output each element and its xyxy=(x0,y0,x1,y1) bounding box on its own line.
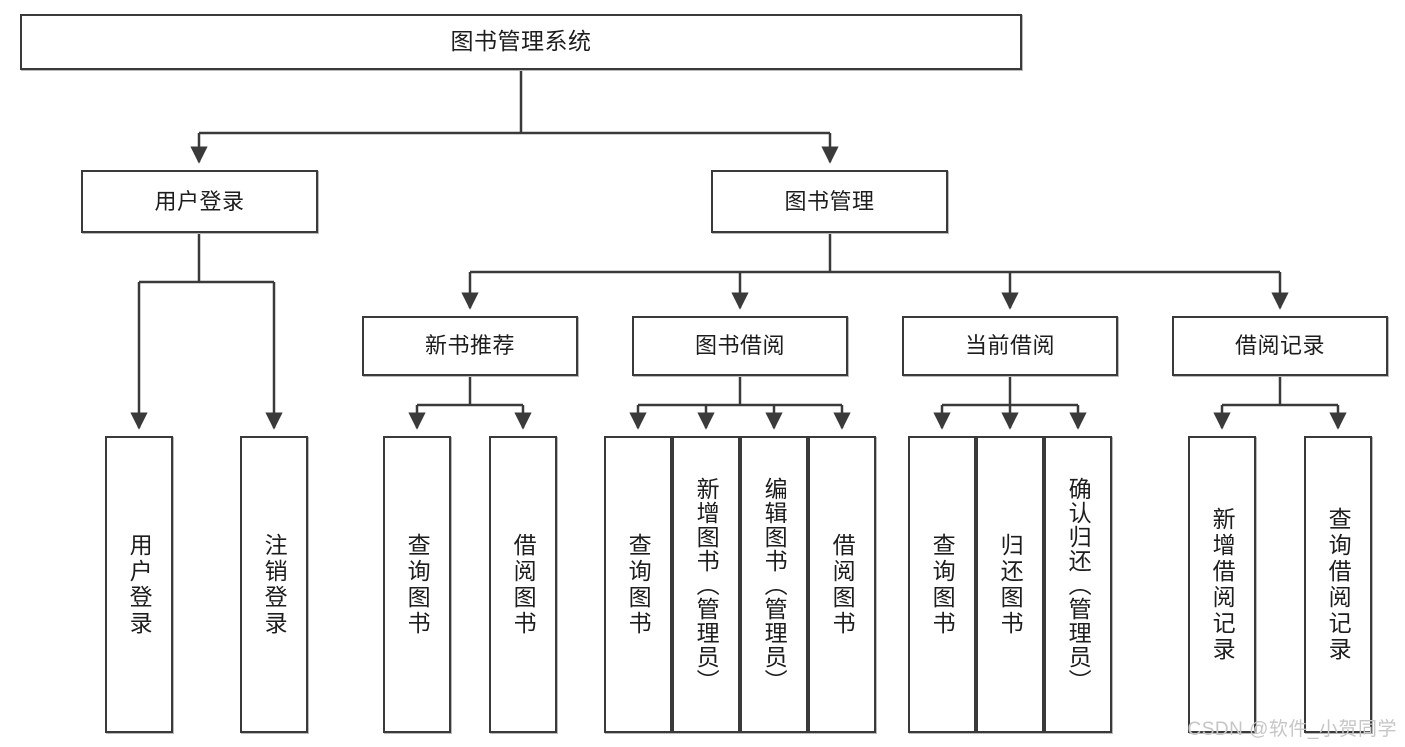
node-label: 借阅记录 xyxy=(1234,333,1325,359)
node-label: 借阅图书 xyxy=(510,532,537,637)
node-label: 归还图书 xyxy=(997,532,1024,637)
node-label: 新书推荐 xyxy=(424,333,515,359)
node-label: 查询借阅记录 xyxy=(1325,506,1352,663)
node-label: 编辑图书（管理员） xyxy=(761,476,788,693)
node-current-borrow[interactable]: 当前借阅 xyxy=(902,316,1118,376)
leaf-query-borrow-record[interactable]: 查询借阅记录 xyxy=(1304,436,1372,733)
node-label: 确认归还（管理员） xyxy=(1065,476,1092,693)
node-label: 查询图书 xyxy=(625,532,652,637)
node-borrow-record[interactable]: 借阅记录 xyxy=(1172,316,1388,376)
node-root-book-management-system[interactable]: 图书管理系统 xyxy=(20,14,1022,70)
leaf-add-borrow-record[interactable]: 新增借阅记录 xyxy=(1188,436,1256,733)
node-label: 图书管理系统 xyxy=(450,28,592,55)
node-user-login[interactable]: 用户登录 xyxy=(81,170,318,233)
leaf-query-book-recommend[interactable]: 查询图书 xyxy=(383,436,451,733)
node-label: 查询图书 xyxy=(404,532,431,637)
node-label: 新增图书（管理员） xyxy=(693,476,720,693)
leaf-logout-login[interactable]: 注销登录 xyxy=(240,436,308,733)
node-book-borrow[interactable]: 图书借阅 xyxy=(632,316,848,376)
leaf-add-book-admin[interactable]: 新增图书（管理员） xyxy=(672,436,740,733)
node-label: 注销登录 xyxy=(261,532,288,637)
csdn-watermark: CSDN @软件_小贺同学 xyxy=(1187,719,1397,740)
node-label: 图书借阅 xyxy=(694,333,785,359)
leaf-return-book[interactable]: 归还图书 xyxy=(976,436,1044,733)
node-new-book-recommend[interactable]: 新书推荐 xyxy=(362,316,578,376)
node-label: 当前借阅 xyxy=(964,333,1055,359)
node-label: 借阅图书 xyxy=(829,532,856,637)
leaf-borrow-book[interactable]: 借阅图书 xyxy=(808,436,876,733)
node-label: 新增借阅记录 xyxy=(1209,506,1236,663)
leaf-edit-book-admin[interactable]: 编辑图书（管理员） xyxy=(740,436,808,733)
node-label: 查询图书 xyxy=(929,532,956,637)
node-label: 图书管理 xyxy=(784,188,875,214)
leaf-borrow-book-recommend[interactable]: 借阅图书 xyxy=(489,436,557,733)
leaf-query-book-current[interactable]: 查询图书 xyxy=(908,436,976,733)
leaf-user-login[interactable]: 用户登录 xyxy=(105,436,173,733)
node-book-manage[interactable]: 图书管理 xyxy=(711,170,948,233)
leaf-confirm-return-admin[interactable]: 确认归还（管理员） xyxy=(1044,436,1112,733)
node-label: 用户登录 xyxy=(126,532,153,637)
leaf-query-book-borrow[interactable]: 查询图书 xyxy=(604,436,672,733)
node-label: 用户登录 xyxy=(154,188,245,214)
